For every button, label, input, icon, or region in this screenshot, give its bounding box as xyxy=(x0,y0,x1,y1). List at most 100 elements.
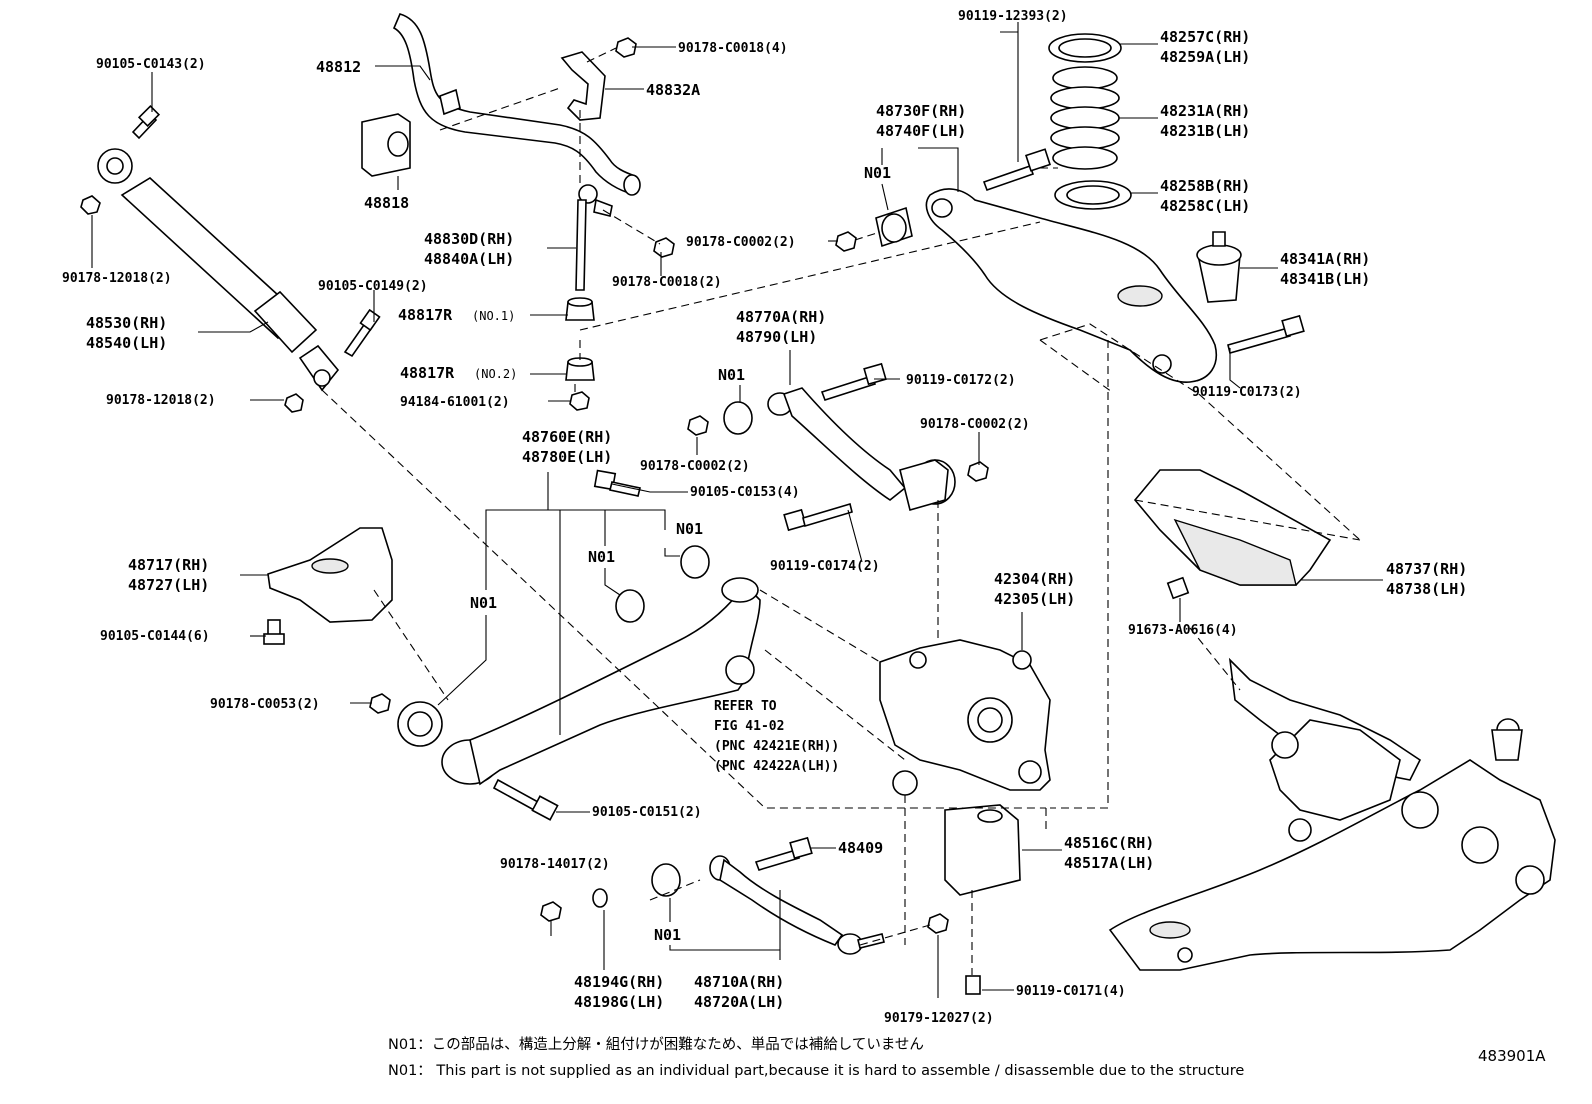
bolt-90119-c0174[interactable] xyxy=(783,502,853,532)
label-48717[interactable]: 48717(RH) xyxy=(128,556,209,574)
label-48818[interactable]: 48818 xyxy=(364,194,409,212)
label-48817R-no1[interactable]: 48817R xyxy=(398,306,453,324)
label-pnc-42421E[interactable]: (PNC 42421E(RH)) xyxy=(714,739,839,754)
label-48409[interactable]: 48409 xyxy=(838,839,883,857)
label-48770A[interactable]: 48770A(RH) xyxy=(736,308,826,326)
bolt-90119-12393[interactable] xyxy=(982,148,1051,192)
label-n01-e[interactable]: N01 xyxy=(470,594,497,612)
bushing-48817R-no1[interactable] xyxy=(565,297,595,321)
nut-90178-c0018-bottom[interactable] xyxy=(653,237,675,258)
label-48530[interactable]: 48530(RH) xyxy=(86,314,167,332)
coil-spring[interactable] xyxy=(1050,66,1120,170)
label-90119-C0171[interactable]: 90119-C0171(4) xyxy=(1016,984,1126,999)
label-48727[interactable]: 48727(LH) xyxy=(128,576,209,594)
shock-absorber[interactable] xyxy=(97,148,340,392)
label-90178-C0002-a[interactable]: 90178-C0002(2) xyxy=(686,235,796,250)
label-48341A[interactable]: 48341A(RH) xyxy=(1280,250,1370,268)
label-48740F[interactable]: 48740F(LH) xyxy=(876,122,966,140)
nut-90178-c0002-right[interactable] xyxy=(967,461,989,482)
nut-90178-14017[interactable] xyxy=(540,901,562,922)
label-refer-to[interactable]: REFER TO xyxy=(714,699,777,714)
label-48817R-no2[interactable]: 48817R xyxy=(400,364,455,382)
label-48258C[interactable]: 48258C(LH) xyxy=(1160,197,1250,215)
assembly-view[interactable] xyxy=(1108,657,1556,971)
label-90178-12018-a[interactable]: 90178-12018(2) xyxy=(62,271,172,286)
bolt-91673-a0616[interactable] xyxy=(1166,576,1190,600)
stabilizer-bar[interactable] xyxy=(392,13,641,196)
label-n01-c[interactable]: N01 xyxy=(676,520,703,538)
label-48259A[interactable]: 48259A(LH) xyxy=(1160,48,1250,66)
label-90178-C0002-c[interactable]: 90178-C0002(2) xyxy=(640,459,750,474)
label-48780E[interactable]: 48780E(LH) xyxy=(522,448,612,466)
label-48720A[interactable]: 48720A(LH) xyxy=(694,993,784,1011)
bushing-48817R-no2[interactable] xyxy=(565,357,595,381)
label-42304[interactable]: 42304(RH) xyxy=(994,570,1075,588)
label-n01-b[interactable]: N01 xyxy=(718,366,745,384)
bracket-48832A[interactable] xyxy=(560,51,606,121)
nut-94184-61001[interactable] xyxy=(569,391,590,411)
label-n01-a[interactable]: N01 xyxy=(864,164,891,182)
label-90179-12027[interactable]: 90179-12027(2) xyxy=(884,1011,994,1026)
label-48737[interactable]: 48737(RH) xyxy=(1386,560,1467,578)
nut-90179-12027[interactable] xyxy=(927,913,949,934)
lower-arm-48760E[interactable] xyxy=(441,577,761,786)
label-48257C[interactable]: 48257C(RH) xyxy=(1160,28,1250,46)
bolt-bottom-arm[interactable] xyxy=(857,933,885,949)
spring-seat-lower[interactable] xyxy=(1054,180,1132,210)
nut-90178-c0002-mid[interactable] xyxy=(687,415,709,436)
bolt-90105-c0149[interactable] xyxy=(343,308,381,358)
label-90105-C0153[interactable]: 90105-C0153(4) xyxy=(690,485,800,500)
label-pnc-42422A[interactable]: (PNC 42422A(LH)) xyxy=(714,759,839,774)
lower-arm-48730F[interactable] xyxy=(925,188,1217,383)
washer-48194G[interactable] xyxy=(592,888,608,908)
label-48194G[interactable]: 48194G(RH) xyxy=(574,973,664,991)
knuckle-42304[interactable] xyxy=(879,639,1051,796)
label-48198G[interactable]: 48198G(LH) xyxy=(574,993,664,1011)
label-48830D[interactable]: 48830D(RH) xyxy=(424,230,514,248)
bolt-90119-c0171[interactable] xyxy=(965,975,981,995)
label-48738[interactable]: 48738(LH) xyxy=(1386,580,1467,598)
bolt-90105-c0143[interactable] xyxy=(131,104,161,140)
label-48710A[interactable]: 48710A(RH) xyxy=(694,973,784,991)
label-90119-C0172[interactable]: 90119-C0172(2) xyxy=(906,373,1016,388)
stabilizer-link[interactable] xyxy=(575,184,613,291)
label-48258B[interactable]: 48258B(RH) xyxy=(1160,177,1250,195)
label-48341B[interactable]: 48341B(LH) xyxy=(1280,270,1370,288)
label-90119-C0174[interactable]: 90119-C0174(2) xyxy=(770,559,880,574)
label-48760E[interactable]: 48760E(RH) xyxy=(522,428,612,446)
label-90105-C0143[interactable]: 90105-C0143(2) xyxy=(96,57,206,72)
label-48517A[interactable]: 48517A(LH) xyxy=(1064,854,1154,872)
arm-48770A[interactable] xyxy=(767,387,956,511)
label-48540[interactable]: 48540(LH) xyxy=(86,334,167,352)
label-90105-C0144[interactable]: 90105-C0144(6) xyxy=(100,629,210,644)
bushing-n01-lowerarm-a[interactable] xyxy=(680,545,710,579)
label-fig-41-02[interactable]: FIG 41-02 xyxy=(714,719,784,734)
label-42305[interactable]: 42305(LH) xyxy=(994,590,1075,608)
label-90105-C0149[interactable]: 90105-C0149(2) xyxy=(318,279,428,294)
bolt-90105-c0153[interactable] xyxy=(593,469,641,497)
nut-90178-12018-top[interactable] xyxy=(80,195,101,215)
label-48832A[interactable]: 48832A xyxy=(646,81,700,99)
label-n01-f[interactable]: N01 xyxy=(654,926,681,944)
label-48231B[interactable]: 48231B(LH) xyxy=(1160,122,1250,140)
label-90105-C0151[interactable]: 90105-C0151(2) xyxy=(592,805,702,820)
bushing-large[interactable] xyxy=(397,701,443,747)
label-91673-A0616[interactable]: 91673-A0616(4) xyxy=(1128,623,1238,638)
label-90178-C0053[interactable]: 90178-C0053(2) xyxy=(210,697,320,712)
label-48812[interactable]: 48812 xyxy=(316,58,361,76)
bolt-48409[interactable] xyxy=(754,836,813,871)
cover-48737[interactable] xyxy=(1133,469,1332,586)
label-90178-14017[interactable]: 90178-14017(2) xyxy=(500,857,610,872)
spring-seat-upper[interactable] xyxy=(1048,33,1122,63)
label-90178-12018-b[interactable]: 90178-12018(2) xyxy=(106,393,216,408)
bracket-48717[interactable] xyxy=(267,527,393,623)
label-90178-C0002-b[interactable]: 90178-C0002(2) xyxy=(920,417,1030,432)
arm-48710A[interactable] xyxy=(709,855,863,955)
label-90178-C0018-2[interactable]: 90178-C0018(2) xyxy=(612,275,722,290)
bushing-48818[interactable] xyxy=(361,113,411,177)
nut-90178-c0018-top[interactable] xyxy=(615,37,637,58)
label-n01-d[interactable]: N01 xyxy=(588,548,615,566)
bushing-n01-48710[interactable] xyxy=(651,863,681,897)
bolt-90105-c0144[interactable] xyxy=(263,619,285,645)
label-90119-12393[interactable]: 90119-12393(2) xyxy=(958,9,1068,24)
